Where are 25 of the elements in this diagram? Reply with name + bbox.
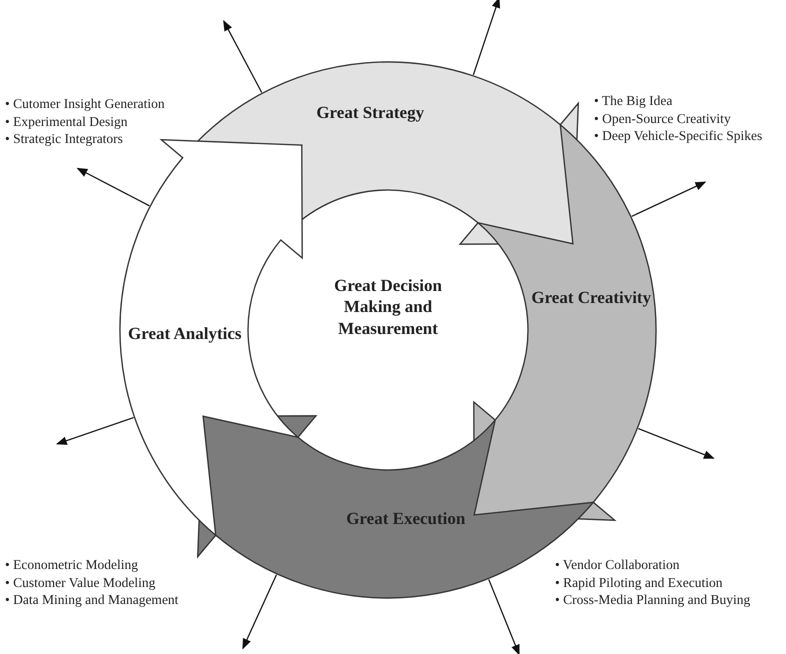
bullet-item: • Experimental Design: [5, 112, 128, 130]
arrow: [76, 168, 150, 206]
segment-label: Great Creativity: [530, 288, 652, 309]
bullet-item: • Econometric Modeling: [5, 556, 139, 574]
bullet-item: • Deep Vehicle-Specific Spikes: [594, 127, 764, 145]
arrow: [632, 182, 706, 217]
segment-label: Great Execution: [345, 509, 466, 530]
arrow: [223, 20, 262, 93]
arrow: [242, 574, 277, 650]
arrow: [472, 0, 500, 76]
bullet-item: • Cross-Media Planning and Buying: [555, 591, 752, 609]
arrow: [488, 579, 520, 654]
arrow: [638, 428, 715, 459]
bullet-item: • Rapid Piloting and Execution: [555, 574, 724, 592]
bullet-item: • Open-Source Creativity: [594, 110, 732, 128]
bullet-item: • Data Mining and Management: [5, 591, 180, 609]
segment-label: Great Analytics: [127, 324, 242, 344]
bullet-item: • Vendor Collaboration: [555, 556, 680, 574]
center-label: Great Decision Making and Measurement: [333, 275, 443, 339]
bullet-item: • Strategic Integrators: [5, 130, 124, 148]
bullet-item: • The Big Idea: [594, 92, 674, 110]
bullet-item: • Cutomer Insight Generation: [5, 95, 166, 113]
arrow: [56, 417, 134, 445]
segment-label: Great Strategy: [315, 102, 426, 124]
bullet-item: • Customer Value Modeling: [5, 574, 156, 592]
